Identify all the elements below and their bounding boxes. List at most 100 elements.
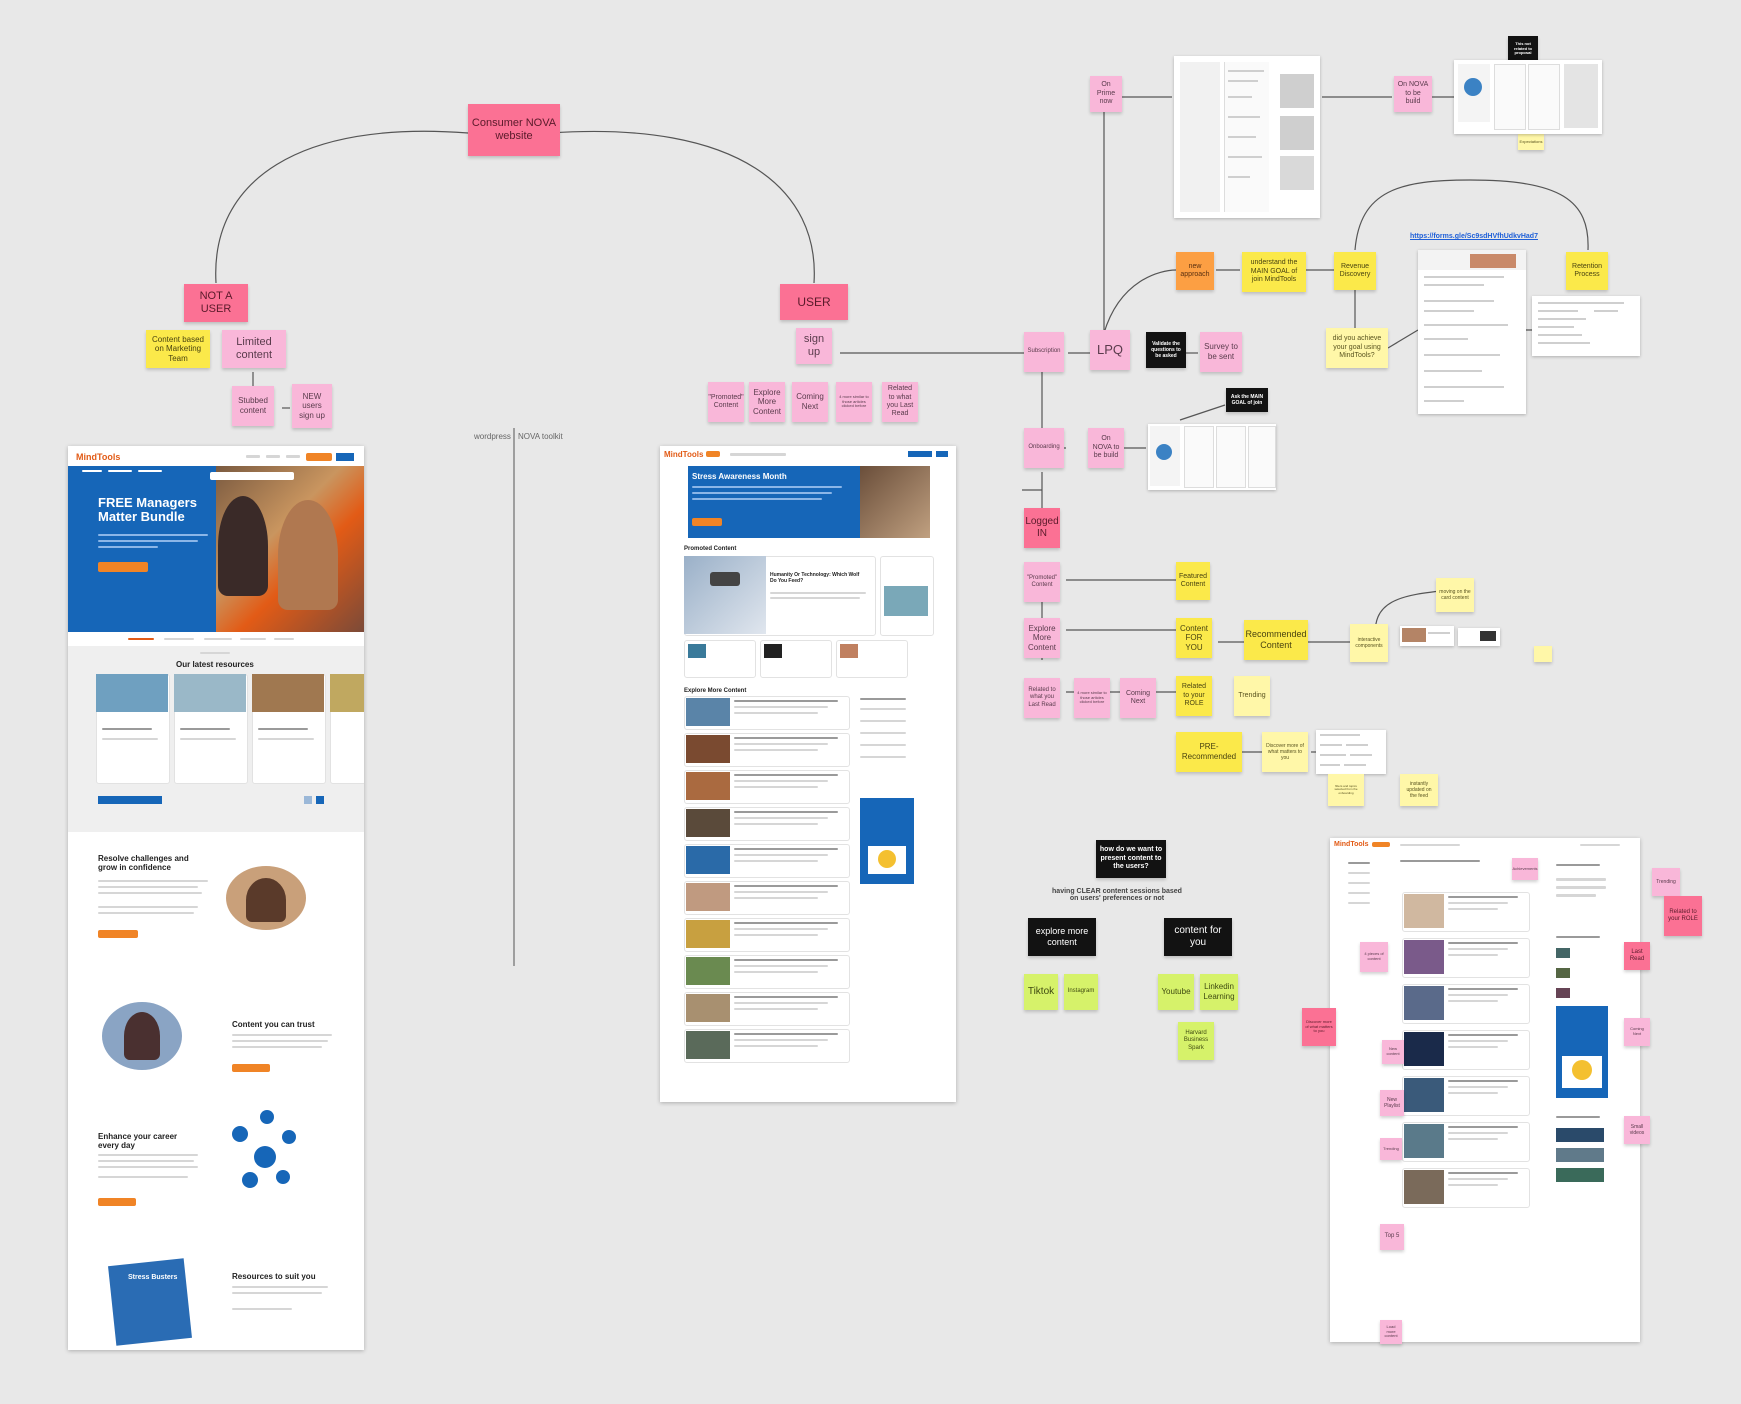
forms-screenshot[interactable] xyxy=(1418,250,1526,414)
list-item-line xyxy=(1448,1092,1498,1094)
list-item-image xyxy=(686,920,730,948)
content-for-you-note[interactable]: Content FOR YOU xyxy=(1176,618,1212,658)
recommended-note[interactable]: Recommended Content xyxy=(1244,620,1308,660)
list-item-image xyxy=(686,994,730,1022)
discover-right-note[interactable]: Discover more of what matters to you xyxy=(1302,1008,1336,1046)
list-item-line xyxy=(1448,942,1518,944)
list-item-line xyxy=(1448,988,1518,990)
list-item-line xyxy=(734,928,828,930)
expectations-note-2[interactable]: Expectations xyxy=(1518,134,1544,150)
onboarding-note[interactable]: Onboarding xyxy=(1024,428,1064,468)
top5-note[interactable]: Top 5 xyxy=(1380,1224,1404,1250)
marketing-note[interactable]: Content based on Marketing Team xyxy=(146,330,210,368)
promoted-content-note[interactable]: "Promoted" Content xyxy=(708,382,744,422)
trending-logged-note[interactable]: Trending xyxy=(1234,676,1270,716)
list-item-image xyxy=(1404,986,1444,1020)
hero-cta[interactable] xyxy=(98,562,148,572)
sign-up-note[interactable]: sign up xyxy=(796,328,832,364)
interactive-screens[interactable] xyxy=(1400,626,1454,646)
moving-note[interactable]: moving on the card content xyxy=(1436,578,1474,612)
similar-4-logged-note[interactable]: 4 more similar to those articles clicked… xyxy=(1074,678,1110,718)
related-role-logged-note[interactable]: Related to your ROLE xyxy=(1176,676,1212,716)
how-present-note[interactable]: how do we want to present content to the… xyxy=(1096,840,1166,878)
on-nova-top-note[interactable]: On NOVA to be build xyxy=(1394,76,1432,112)
list-item-image xyxy=(1404,894,1444,928)
coming-next-note[interactable]: Coming Next xyxy=(792,382,828,422)
explore-more-note[interactable]: Explore More Content xyxy=(749,382,785,422)
explore-more-content-note[interactable]: explore more content xyxy=(1028,918,1096,956)
load-more-note[interactable]: Load more content xyxy=(1380,1320,1402,1344)
interactive-note[interactable]: interactive components xyxy=(1350,624,1388,662)
revenue-note[interactable]: Revenue Discovery xyxy=(1334,252,1376,290)
interactive-screens-2[interactable] xyxy=(1458,628,1500,646)
list-item-image xyxy=(1404,1170,1444,1204)
subscription-note[interactable]: Subscription xyxy=(1024,332,1064,372)
forms-link[interactable]: https://forms.gle/Sc9sdHVfhUdkvHad7 xyxy=(1410,233,1538,240)
coming-next-logged-note[interactable]: Coming Next xyxy=(1120,678,1156,718)
ask-main-goal-note[interactable]: Ask the MAIN GOAL of join xyxy=(1226,388,1268,412)
list-item-line xyxy=(734,712,818,714)
consumer-nova-note[interactable]: Consumer NOVA website xyxy=(468,104,560,156)
promoted-logged-note[interactable]: "Promoted" Content xyxy=(1024,562,1060,602)
list-item-line xyxy=(734,1008,818,1010)
similar-4-note[interactable]: 4 more similar to those articles clicked… xyxy=(836,382,872,422)
small-videos-note[interactable]: Small videos xyxy=(1624,1116,1650,1144)
personalized-feed-mock[interactable]: MindTools xyxy=(1330,838,1640,1342)
on-nova-mid-note[interactable]: On NOVA to be build xyxy=(1088,428,1124,468)
nova-screens-top[interactable] xyxy=(1454,60,1602,134)
validate-note[interactable]: Validate the questions to be asked xyxy=(1146,332,1186,368)
not-user-note[interactable]: NOT A USER xyxy=(184,284,248,322)
nova-toolkit-mock[interactable]: MindTools Stress Awareness Month Promote… xyxy=(660,446,956,1102)
new-users-note[interactable]: NEW users sign up xyxy=(292,384,332,428)
trending-right-note[interactable]: Trending xyxy=(1652,868,1680,896)
did-you-achieve-note[interactable]: did you achieve your goal using MindTool… xyxy=(1326,328,1388,368)
list-item-line xyxy=(1448,1138,1498,1140)
explore-logged-note[interactable]: Explore More Content xyxy=(1024,618,1060,658)
filter-note[interactable]: filters and topics selected from the onb… xyxy=(1328,774,1364,806)
survey-note[interactable]: Survey to be sent xyxy=(1200,332,1242,372)
on-prime-note[interactable]: On Prime now xyxy=(1090,76,1122,112)
list-item-line xyxy=(734,817,828,819)
understand-note[interactable]: understand the MAIN GOAL of join MindToo… xyxy=(1242,252,1306,292)
linkedin-note[interactable]: Linkedin Learning xyxy=(1200,974,1238,1010)
youtube-note[interactable]: Youtube xyxy=(1158,974,1194,1010)
related-last-logged-note[interactable]: Related to what you Last Read xyxy=(1024,678,1060,718)
new-approach-note[interactable]: new approach xyxy=(1176,252,1214,290)
new-playlist-note[interactable]: New Playlist xyxy=(1380,1090,1404,1116)
not-related-note[interactable]: This not related to proposal xyxy=(1508,36,1538,62)
four-pieces-note[interactable]: 4 pieces of content xyxy=(1360,942,1388,972)
small-note-right[interactable] xyxy=(1534,646,1552,662)
related-last-read-note[interactable]: Related to what you Last Read xyxy=(882,382,918,422)
related-role-right-note[interactable]: Related to your ROLE xyxy=(1664,896,1702,936)
logged-in-note[interactable]: Logged IN xyxy=(1024,508,1060,548)
retention-note[interactable]: Retention Process xyxy=(1566,252,1608,290)
stubbed-content-note[interactable]: Stubbed content xyxy=(232,386,274,426)
discover-logged-note[interactable]: Discover more of what matters to you xyxy=(1262,732,1308,772)
limited-content-note[interactable]: Limited content xyxy=(222,330,286,368)
trending-mini-note[interactable]: Trending xyxy=(1380,1138,1402,1160)
new-content-note[interactable]: New content xyxy=(1382,1040,1404,1064)
list-item-line xyxy=(1448,994,1508,996)
onboarding-screens[interactable] xyxy=(1148,424,1276,490)
wordpress-site-mock[interactable]: MindTools FREE Managers Matter Bundle Ou… xyxy=(68,446,364,1350)
trust-title: Content you can trust xyxy=(232,1020,315,1029)
tiktok-note[interactable]: Tiktok xyxy=(1024,974,1058,1010)
user-note[interactable]: USER xyxy=(780,284,848,320)
achievements-note[interactable]: Achievements xyxy=(1512,858,1538,880)
lpq-note[interactable]: LPQ xyxy=(1090,330,1130,370)
retention-list[interactable] xyxy=(1532,296,1640,356)
list-item-line xyxy=(1448,1040,1508,1042)
list-item-line xyxy=(1448,902,1508,904)
featured-content-note[interactable]: Featured Content xyxy=(1176,562,1210,600)
harvard-note[interactable]: Harvard Business Spark xyxy=(1178,1022,1214,1060)
content-for-you-session-note[interactable]: content for you xyxy=(1164,918,1232,956)
pre-recommended-note[interactable]: PRE-Recommended xyxy=(1176,732,1242,772)
instantly-note[interactable]: instantly updated on the feed xyxy=(1400,774,1438,806)
coming-next-right-note[interactable]: Coming Next xyxy=(1624,1018,1650,1046)
list-item-line xyxy=(734,959,838,961)
prime-screenshot[interactable] xyxy=(1174,56,1320,218)
instagram-note[interactable]: Instagram xyxy=(1064,974,1098,1010)
last-read-note[interactable]: Last Read xyxy=(1624,942,1650,970)
pre-rec-filters[interactable] xyxy=(1316,730,1386,774)
